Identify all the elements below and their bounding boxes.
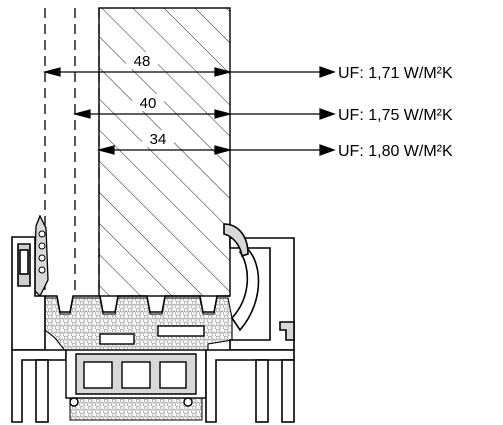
glazing-panes — [44, 8, 100, 296]
thermal-break-profile — [65, 325, 207, 407]
dimension-34-value: 34 — [150, 131, 167, 148]
dimension-40-value: 40 — [140, 95, 157, 112]
dimension-48-value: 48 — [134, 53, 151, 70]
uf-label-48: UF: 1,71 W/M²K — [338, 65, 453, 82]
uf-label-40: UF: 1,75 W/M²K — [338, 107, 453, 124]
insulation-foam-lower — [69, 397, 203, 421]
left-gasket — [33, 214, 49, 298]
dimension-lines — [42, 66, 336, 156]
right-frame-profile — [205, 223, 295, 423]
uf-label-34: UF: 1,80 W/M²K — [338, 143, 453, 160]
hatched-panel — [98, 7, 231, 297]
left-frame-profile — [11, 236, 67, 423]
glass-bottom-edge — [45, 295, 230, 313]
insulation-foam — [44, 297, 233, 353]
